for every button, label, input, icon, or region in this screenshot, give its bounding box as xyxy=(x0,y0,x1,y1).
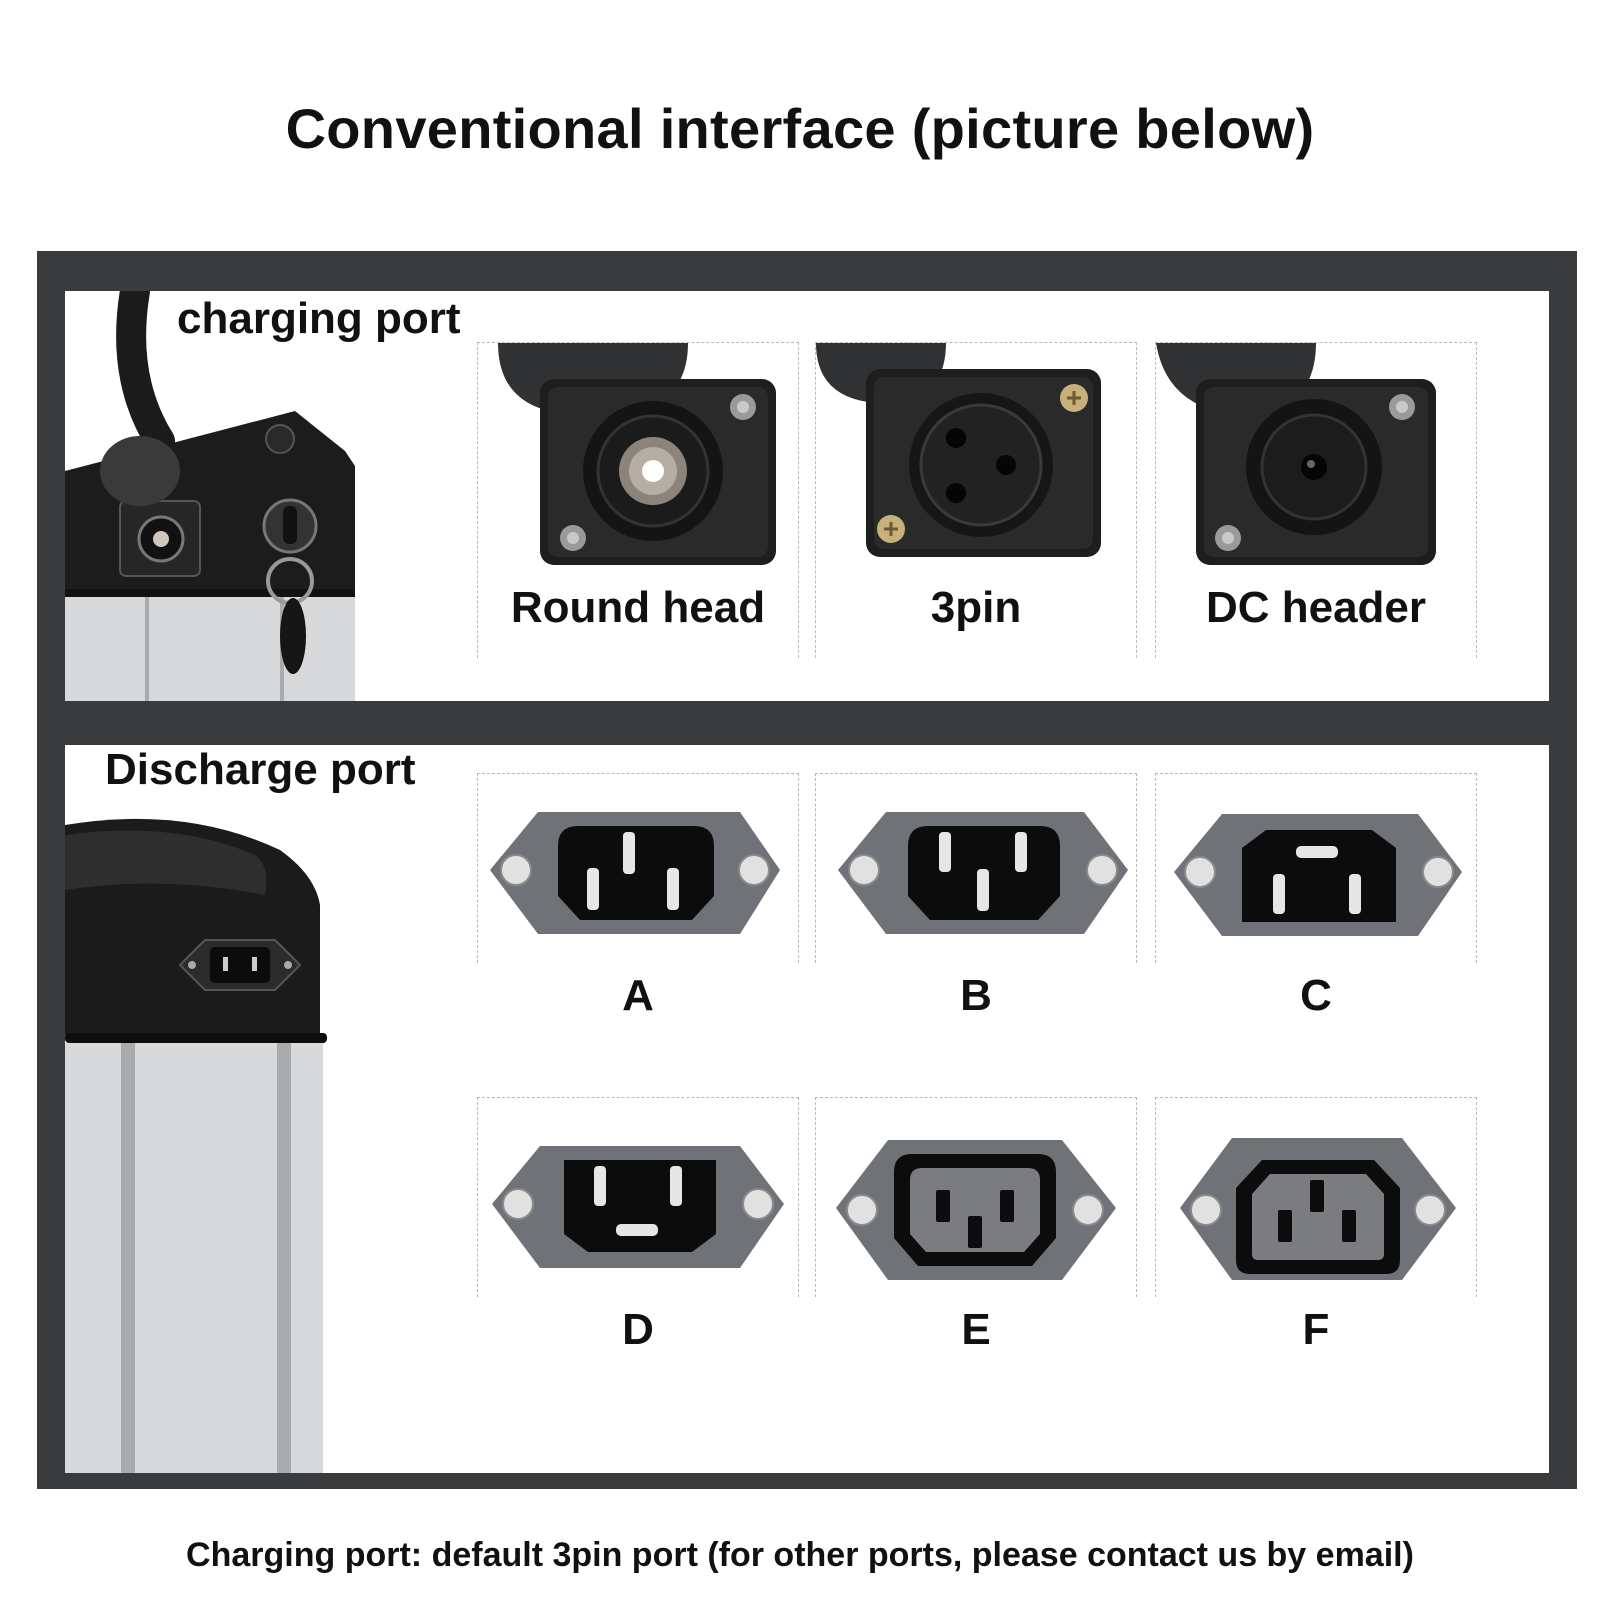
port-letter-f: F xyxy=(1302,1305,1330,1354)
battery-charging-side-illustration xyxy=(65,291,355,701)
port-cell-round-head xyxy=(477,342,799,658)
footer-note: Charging port: default 3pin port (for ot… xyxy=(186,1536,1414,1574)
port-label-dc-header: DC header xyxy=(1205,583,1427,632)
port-letter-e: E xyxy=(961,1305,991,1354)
page-title: Conventional interface (picture below) xyxy=(285,97,1315,160)
port-cell-a xyxy=(477,773,799,963)
port-letter-b: B xyxy=(960,971,992,1020)
port-label-3pin: 3pin xyxy=(930,583,1022,632)
discharge-port-panel: Discharge port A B xyxy=(65,745,1549,1473)
charging-port-panel: charging port Round head xyxy=(65,291,1549,701)
discharge-port-label: Discharge port xyxy=(105,745,416,794)
discharge-socket-a-icon xyxy=(490,812,780,934)
discharge-socket-f-icon xyxy=(1180,1138,1456,1280)
port-letter-c: C xyxy=(1300,971,1332,1020)
port-cell-dc-header xyxy=(1155,342,1477,658)
dc-header-socket-icon xyxy=(1156,343,1436,565)
battery-discharge-side-illustration xyxy=(65,818,327,1473)
charging-port-label: charging port xyxy=(177,294,461,343)
discharge-socket-b-icon xyxy=(838,812,1128,934)
port-cell-e xyxy=(815,1097,1137,1297)
round-head-socket-icon xyxy=(498,343,776,565)
port-cell-b xyxy=(815,773,1137,963)
port-cell-f xyxy=(1155,1097,1477,1297)
discharge-socket-c-icon xyxy=(1174,814,1462,936)
three-pin-socket-icon xyxy=(816,343,1101,557)
port-cell-d xyxy=(477,1097,799,1297)
port-cell-c xyxy=(1155,773,1477,963)
discharge-socket-d-icon xyxy=(492,1146,784,1268)
discharge-socket-e-icon xyxy=(836,1140,1116,1280)
port-letter-d: D xyxy=(622,1305,654,1354)
port-label-round-head: Round head xyxy=(510,583,766,632)
port-letter-a: A xyxy=(622,971,654,1020)
port-cell-3pin xyxy=(815,342,1137,658)
